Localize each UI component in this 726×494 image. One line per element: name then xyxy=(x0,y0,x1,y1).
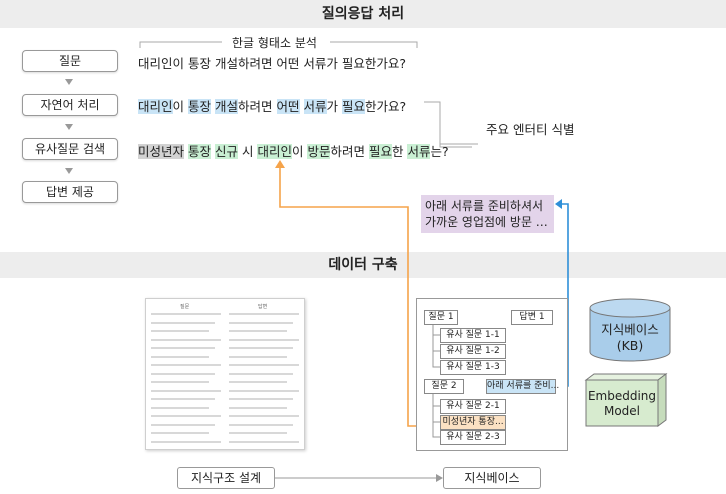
model-line-1: Embedding xyxy=(587,389,657,403)
sheet-text-line xyxy=(151,423,215,426)
knowledge-base-box: 지식베이스 xyxy=(443,467,541,489)
highlighted-token: 서류 xyxy=(303,99,327,114)
token-text: 가 xyxy=(326,99,342,114)
sheet-text-line xyxy=(151,381,209,383)
question-sentence: 대리인이 통장 개설하려면 어떤 서류가 필요한가요? xyxy=(138,56,407,71)
highlighted-token: 신규 xyxy=(215,144,239,159)
entity-identification-label: 주요 엔터티 식별 xyxy=(486,122,575,137)
token-text: 는? xyxy=(430,144,449,159)
kb-cylinder-label: 지식베이스 (KB) xyxy=(588,322,672,354)
step-question: 질문 xyxy=(22,50,118,72)
kb-question-2: 질문 2 xyxy=(424,379,464,394)
step-nlp: 자연어 처리 xyxy=(22,94,118,116)
knowledge-sheet: 질문 답변 xyxy=(145,298,305,450)
answer-preview-box: 아래 서류를 준비하셔서 가까운 영업점에 방문 … xyxy=(421,195,554,233)
sheet-text-line xyxy=(229,330,287,332)
step-similar-search: 유사질문 검색 xyxy=(22,138,118,160)
highlighted-token: 서류 xyxy=(407,144,431,159)
sheet-text-line xyxy=(229,389,299,392)
data-section-title: 데이터 구축 xyxy=(0,252,726,278)
sheet-text-line xyxy=(151,398,215,400)
database-cylinder-icon xyxy=(589,298,671,362)
highlighted-token: 어떤 xyxy=(276,99,300,114)
sheet-text-line xyxy=(151,389,221,392)
highlighted-token: 방문 xyxy=(307,144,331,159)
similar-question-sentence: 미성년자 통장 신규 시 대리인이 방문하려면 필요한 서류는? xyxy=(138,141,449,160)
sheet-text-line xyxy=(229,381,287,383)
token-text: 하려면 xyxy=(238,99,277,114)
token-text: 이 xyxy=(172,99,188,114)
kb-similar-2-2: 미성년자 통장... xyxy=(440,415,506,430)
sheet-text-line xyxy=(151,440,221,443)
sheet-text-line xyxy=(229,338,299,341)
sheet-text-line xyxy=(151,372,215,375)
highlighted-token: 미성년자 xyxy=(138,144,185,159)
sheet-text-line xyxy=(229,355,287,358)
sheet-text-line xyxy=(229,440,299,443)
sheet-text-line xyxy=(151,347,215,349)
down-arrow-icon xyxy=(65,168,73,174)
answer-line-2: 가까운 영업점에 방문 … xyxy=(425,215,548,229)
sheet-text-line xyxy=(151,321,215,324)
down-arrow-icon xyxy=(65,124,73,130)
highlighted-token: 필요 xyxy=(368,144,392,159)
highlighted-token: 대리인 xyxy=(138,99,173,114)
down-arrow-icon xyxy=(65,79,73,85)
kb-question-1: 질문 1 xyxy=(424,310,458,325)
token-text: 한 xyxy=(391,144,408,159)
kb-similar-2-3: 유사 질문 2-3 xyxy=(440,430,506,445)
highlighted-token: 필요 xyxy=(342,99,366,114)
sheet-text-line xyxy=(151,313,221,315)
sheet-text-line xyxy=(151,355,209,358)
sheet-text-line xyxy=(229,423,293,426)
highlighted-token: 대리인 xyxy=(257,144,292,159)
kb-similar-2-1: 유사 질문 2-1 xyxy=(440,399,506,414)
sheet-text-line xyxy=(151,364,221,366)
answer-line-1: 아래 서류를 준비하셔서 xyxy=(425,199,544,213)
kb-similar-1-2: 유사 질문 1-2 xyxy=(440,344,506,359)
sheet-text-line xyxy=(229,347,293,349)
qa-section-title: 질의응답 처리 xyxy=(0,0,726,28)
highlighted-token: 개설 xyxy=(215,99,239,114)
sheet-text-line xyxy=(229,406,287,409)
sheet-text-line xyxy=(229,415,299,417)
sheet-header-question: 질문 xyxy=(180,304,190,310)
kb-answer-1: 답변 1 xyxy=(511,310,553,325)
kb-cylinder-line-2: (KB) xyxy=(616,338,644,353)
token-text: 시 xyxy=(238,144,258,159)
kb-answer-2: 아래 서류를 준비... xyxy=(486,379,559,394)
token-text: 이 xyxy=(291,144,308,159)
morph-analysis-label: 한글 형태소 분석 xyxy=(230,34,319,51)
nlp-sentence: 대리인이 통장 개설하려면 어떤 서류가 필요한가요? xyxy=(138,96,406,115)
model-cube-icon xyxy=(584,373,668,427)
token-text: 한가요? xyxy=(365,99,407,114)
highlighted-token: 통장 xyxy=(188,99,212,114)
sheet-text-line xyxy=(151,330,209,332)
kb-similar-1-1: 유사 질문 1-1 xyxy=(440,328,506,343)
sheet-text-line xyxy=(229,321,293,324)
sheet-text-line xyxy=(151,406,209,409)
model-label: Embedding Model xyxy=(586,389,658,419)
sheet-text-line xyxy=(229,372,293,375)
sheet-text-line xyxy=(229,398,293,400)
sheet-header-answer: 답변 xyxy=(258,304,268,310)
sheet-text-line xyxy=(151,432,209,434)
step-answer: 답변 제공 xyxy=(22,181,118,203)
kb-cylinder-line-1: 지식베이스 xyxy=(601,322,659,337)
knowledge-design-box: 지식구조 설계 xyxy=(177,467,275,489)
sheet-text-line xyxy=(151,338,221,341)
highlighted-token: 통장 xyxy=(188,144,212,159)
sheet-text-line xyxy=(229,313,299,315)
token-text: 하려면 xyxy=(330,144,369,159)
model-line-2: Model xyxy=(603,404,641,418)
kb-similar-1-3: 유사 질문 1-3 xyxy=(440,360,506,375)
sheet-text-line xyxy=(229,364,299,366)
sheet-text-line xyxy=(151,415,221,417)
sheet-text-line xyxy=(229,432,287,434)
